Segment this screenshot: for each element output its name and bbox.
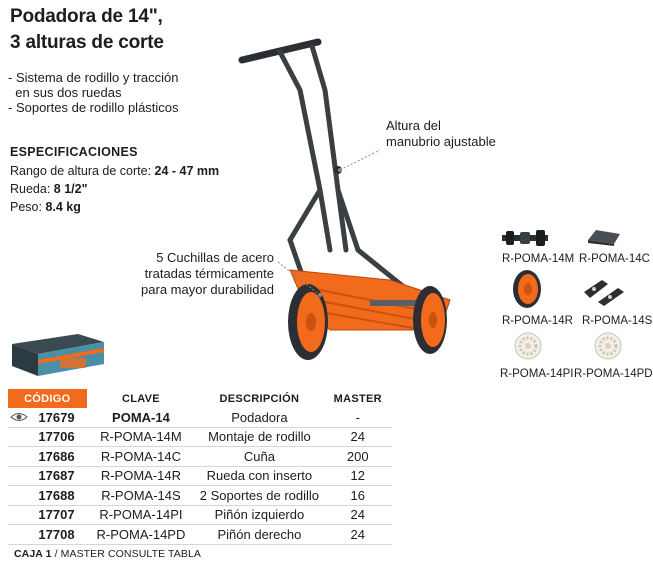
column-header-master: MASTER [333, 392, 382, 405]
product-title-line-1: Podadora de 14", [10, 6, 163, 27]
feature-list: - Sistema de rodillo y tracción en sus d… [8, 70, 179, 115]
product-title-line-2: 3 alturas de corte [10, 32, 164, 53]
roller-mount-icon [502, 230, 548, 246]
clave-cell: R-POMA-14R [86, 466, 196, 486]
description-cell: Piñón izquierdo [195, 505, 324, 525]
table-row: 17679 POMA-14 Podadora - [8, 408, 392, 428]
part-label: R-POMA-14R [502, 315, 573, 327]
description-cell: Podadora [195, 408, 324, 428]
part-label: R-POMA-14S [582, 315, 653, 327]
part-label: R-POMA-14PD [574, 368, 653, 380]
eye-icon [10, 413, 28, 421]
part-label: R-POMA-14M [502, 253, 575, 265]
spec-label: Rango de altura de corte: [10, 164, 155, 178]
spec-cut-height: Rango de altura de corte: 24 - 47 mm [10, 163, 219, 179]
master-cell: 200 [323, 446, 392, 467]
spec-label: Rueda: [10, 182, 54, 196]
master-cell: 12 [323, 466, 392, 486]
code-cell: 17687 [8, 466, 87, 486]
table-row: 17708 R-POMA-14PD Piñón derecho 24 [8, 524, 392, 545]
callout-line: para mayor durabilidad [141, 282, 274, 297]
spec-value: 24 - 47 mm [154, 164, 220, 178]
table-row: 17688 R-POMA-14S 2 Soportes de rodillo 1… [8, 485, 392, 506]
clave-cell: POMA-14 [86, 408, 196, 428]
spec-value: 8 1/2" [53, 182, 88, 196]
feature-item: en sus dos ruedas [8, 85, 122, 100]
part-label: R-POMA-14PI [500, 368, 574, 380]
spec-wheel: Rueda: 8 1/2" [10, 181, 88, 197]
clave-cell: R-POMA-14S [86, 485, 196, 506]
feature-item: - Soportes de rodillo plásticos [8, 100, 179, 115]
code-cell: 17706 [8, 427, 87, 447]
callout-line: Altura del [386, 118, 441, 133]
code-cell: 17679 [8, 408, 87, 428]
footer-rest: / MASTER CONSULTE TABLA [51, 548, 201, 560]
blades-callout: 5 Cuchillas de acero tratadas térmicamen… [128, 250, 274, 298]
table-row: 17707 R-POMA-14PI Piñón izquierdo 24 [8, 505, 392, 525]
callout-line: 5 Cuchillas de acero [156, 250, 274, 265]
feature-item: - Sistema de rodillo y tracción [8, 70, 179, 85]
callout-line: tratadas térmicamente [144, 266, 274, 281]
handle-callout: Altura del manubrio ajustable [386, 118, 496, 150]
clave-cell: R-POMA-14C [86, 446, 196, 467]
footer-note: CAJA 1 / MASTER CONSULTE TABLA [14, 548, 201, 560]
description-cell: Montaje de rodillo [195, 427, 324, 447]
product-table: CÓDIGO CLAVE DESCRIPCIÓN MASTER 17679 PO… [8, 389, 392, 545]
spec-weight: Peso: 8.4 kg [10, 199, 81, 215]
product-title: Podadora de 14", 3 alturas de corte [10, 4, 164, 56]
footer-caja: CAJA 1 [14, 548, 52, 560]
right-pinion-icon [594, 332, 622, 360]
callout-line: manubrio ajustable [386, 134, 496, 149]
wheel-icon [513, 270, 541, 308]
code-cell: 17708 [8, 524, 87, 545]
column-header-clave: CLAVE [121, 392, 160, 405]
spec-label: Peso: [10, 200, 46, 214]
table-row: 17686 R-POMA-14C Cuña 200 [8, 446, 392, 467]
code-cell: 17707 [8, 505, 87, 525]
code-cell: 17686 [8, 446, 87, 467]
spec-value: 8.4 kg [45, 200, 81, 214]
left-pinion-icon [514, 332, 542, 360]
description-cell: Cuña [195, 446, 324, 467]
master-cell: 16 [323, 485, 392, 506]
master-cell: 24 [323, 427, 392, 447]
description-cell: Rueda con inserto [195, 466, 324, 486]
master-cell: 24 [323, 505, 392, 525]
master-cell: 24 [323, 524, 392, 545]
code-cell: 17688 [8, 485, 87, 506]
description-cell: Piñón derecho [195, 524, 324, 545]
description-cell: 2 Soportes de rodillo [195, 485, 324, 506]
table-header-row: CÓDIGO CLAVE DESCRIPCIÓN MASTER [8, 389, 392, 408]
clave-cell: R-POMA-14PI [86, 505, 196, 525]
wedge-icon [588, 230, 620, 246]
clave-cell: R-POMA-14M [86, 427, 196, 447]
table-row: 17706 R-POMA-14M Montaje de rodillo 24 [8, 427, 392, 447]
table-row: 17687 R-POMA-14R Rueda con inserto 12 [8, 466, 392, 486]
column-header-code: CÓDIGO [8, 389, 87, 408]
master-cell: - [323, 408, 392, 428]
clave-cell: R-POMA-14PD [86, 524, 196, 545]
code-value: 17679 [38, 409, 75, 425]
lawn-mower-image [238, 38, 451, 360]
part-label: R-POMA-14C [579, 253, 650, 265]
specs-heading: ESPECIFICACIONES [10, 145, 138, 159]
column-header-description: DESCRIPCIÓN [219, 392, 300, 405]
product-box-image [12, 334, 104, 376]
roller-supports-icon [584, 280, 624, 306]
